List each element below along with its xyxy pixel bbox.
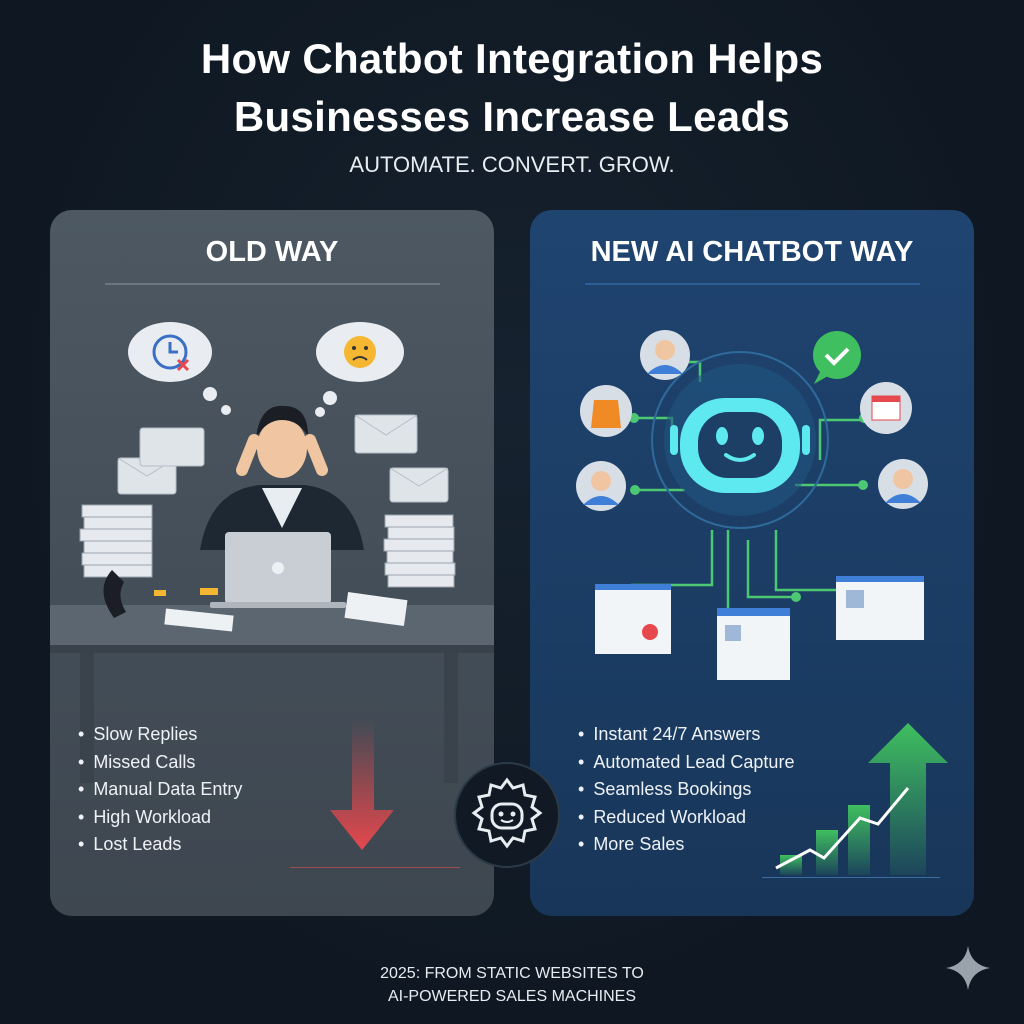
bullet-item: Automated Lead Capture [578, 749, 794, 777]
worker [200, 405, 364, 550]
up-arrow-icon [868, 723, 948, 875]
divider [105, 283, 440, 285]
bullet-item: Instant 24/7 Answers [578, 721, 794, 749]
avatar-icons [576, 330, 928, 511]
old-way-bullets: Slow Replies Missed Calls Manual Data En… [78, 721, 242, 859]
paper-stacks [79, 504, 456, 588]
divider [585, 283, 920, 285]
bullet-item: High Workload [78, 804, 242, 832]
new-way-heading: NEW AI CHATBOT WAY [590, 236, 914, 268]
robot-gear-icon [454, 762, 560, 868]
footer-tagline: 2025: FROM STATIC WEBSITES TO AI-POWERED… [0, 962, 1024, 1008]
bullet-item: More Sales [578, 831, 794, 859]
footer-line-2: AI-POWERED SALES MACHINES [387, 988, 637, 1005]
growth-chart-icon [762, 723, 948, 878]
stressed-worker-illustration [50, 322, 494, 868]
envelope-icons [117, 414, 449, 503]
old-way-card: OLD WAY [50, 210, 494, 916]
bullet-item: Manual Data Entry [78, 776, 242, 804]
phone-icon [103, 570, 126, 618]
chatbot-network-illustration [576, 330, 948, 878]
shopping-bag-icon [591, 400, 621, 428]
footer-line-1: 2025: FROM STATIC WEBSITES TO [380, 965, 644, 982]
old-way-heading: OLD WAY [205, 236, 339, 268]
bullet-item: Missed Calls [78, 749, 242, 777]
new-way-card: NEW AI CHATBOT WAY [530, 210, 974, 916]
title-line-2: Businesses Increase Leads [233, 93, 791, 140]
sparkle-icon [946, 946, 990, 990]
clock-thought-icon [128, 322, 231, 415]
bullet-item: Seamless Bookings [578, 776, 794, 804]
check-chat-icon [813, 331, 861, 384]
robot-face-icon [670, 398, 810, 493]
bullet-item: Slow Replies [78, 721, 242, 749]
bullet-item: Lost Leads [78, 831, 242, 859]
subtitle: AUTOMATE. CONVERT. GROW. [349, 152, 675, 177]
form-cards [595, 576, 924, 680]
laptop-icon [210, 532, 346, 608]
title-line-1: How Chatbot Integration Helps [200, 35, 824, 82]
new-way-bullets: Instant 24/7 Answers Automated Lead Capt… [578, 721, 794, 859]
sad-face-thought-icon [315, 322, 404, 417]
down-arrow-icon [330, 720, 394, 850]
bullet-item: Reduced Workload [578, 804, 794, 832]
page-title: How Chatbot Integration Helps Businesses… [0, 30, 1024, 146]
